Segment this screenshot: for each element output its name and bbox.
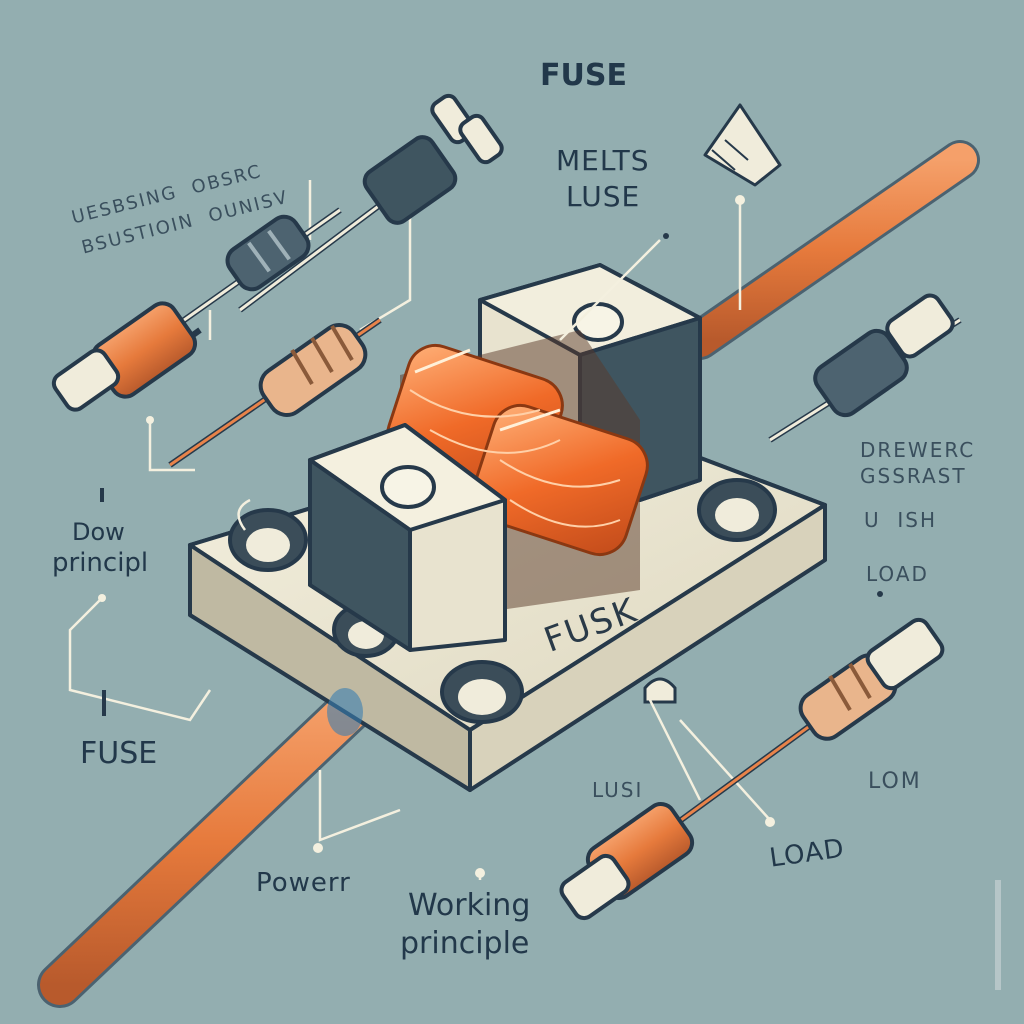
lom-label: LOM	[868, 769, 922, 794]
screw-hole	[228, 508, 308, 572]
left-principle-line1: Dow	[72, 518, 125, 546]
screw-hole	[697, 478, 777, 542]
working-principle-line1: Working	[408, 888, 531, 923]
resistor-gray	[168, 207, 342, 333]
melts-label-line1: MELTS	[556, 144, 650, 177]
left-fuse-label: FUSE	[80, 736, 158, 771]
melts-label-line2: LUSE	[566, 180, 641, 213]
right-label-line4: LOAD	[866, 562, 929, 586]
connector-top	[238, 93, 504, 313]
connector-right-gray	[768, 293, 962, 443]
connector-left-orange	[51, 301, 202, 412]
lust-label: LUSI	[592, 778, 644, 802]
melting-fuse-icon	[703, 103, 782, 187]
left-principle-line2: principl	[52, 548, 149, 578]
resistor-bottom-right	[638, 617, 945, 853]
right-label-line3: U ISH	[864, 508, 937, 532]
decorative-marks	[100, 233, 883, 716]
power-label: Powerr	[256, 868, 351, 898]
front-fuse-holder	[308, 423, 507, 652]
leader-dots	[98, 195, 775, 878]
screw-hole	[440, 660, 524, 724]
load-wire	[680, 140, 980, 360]
fuse-element	[386, 330, 649, 610]
right-label-line2: GSSRAST	[860, 464, 967, 488]
diagram-title: FUSE	[540, 58, 627, 93]
watermark-strip	[995, 880, 1001, 990]
right-label-line1: DREWERC	[860, 438, 976, 462]
working-principle-line2: principle	[400, 926, 530, 961]
cable-entry	[327, 677, 677, 736]
power-wire	[37, 677, 383, 1008]
connector-bottom-orange	[559, 802, 695, 921]
resistor-beige	[168, 317, 382, 468]
